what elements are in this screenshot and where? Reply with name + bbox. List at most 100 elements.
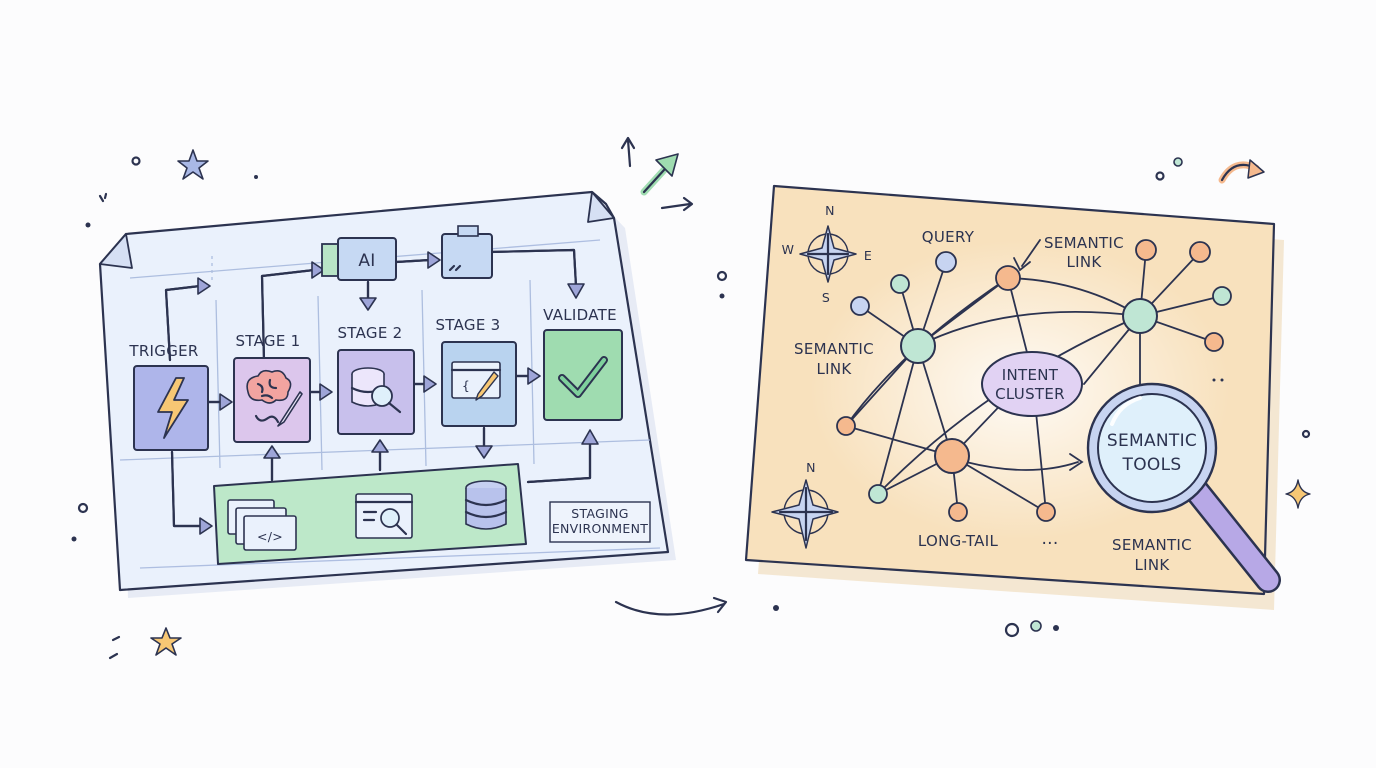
graph-node bbox=[868, 484, 888, 504]
dot-deco bbox=[1212, 378, 1216, 382]
intent-cluster-bubble bbox=[981, 351, 1083, 417]
sparkle-icon bbox=[1285, 479, 1311, 509]
semantic-tools-line1: SEMANTIC bbox=[1107, 431, 1197, 451]
compass-w-label: W bbox=[782, 242, 795, 257]
dot-deco bbox=[85, 222, 91, 228]
config-tab bbox=[457, 225, 479, 237]
graph-node bbox=[1212, 286, 1232, 306]
graph-node bbox=[1122, 298, 1158, 334]
stage1-label: STAGE 1 bbox=[235, 332, 300, 350]
semantic-link-left-line2: LINK bbox=[816, 360, 852, 378]
ellipsis-label: ... bbox=[1041, 529, 1058, 549]
database-icon bbox=[464, 480, 508, 530]
config-block bbox=[441, 225, 493, 279]
staging-label-box bbox=[549, 501, 651, 543]
semantic-link-top-line1: SEMANTIC bbox=[1044, 234, 1124, 252]
ai-box bbox=[337, 237, 397, 281]
graph-node bbox=[836, 416, 856, 436]
search-window-icon bbox=[354, 493, 414, 539]
graph-node bbox=[900, 328, 936, 364]
dot-deco bbox=[1155, 171, 1165, 181]
staging-label-line1: STAGING bbox=[571, 506, 628, 521]
database-search-icon bbox=[350, 367, 402, 414]
compass-rose-icon bbox=[799, 225, 857, 283]
svg-text:</>: </> bbox=[257, 529, 283, 544]
curved-arrow-deco bbox=[614, 600, 726, 616]
dot-deco bbox=[1053, 625, 1059, 631]
staging-environment: </> STAGING ENVIRONMENT bbox=[213, 463, 651, 565]
graph-node bbox=[1189, 241, 1211, 263]
dot-deco bbox=[131, 156, 141, 166]
dot-deco bbox=[1301, 429, 1311, 439]
semantic-link-bottom-line1: SEMANTIC bbox=[1112, 536, 1192, 554]
stage3-node: { bbox=[441, 341, 517, 427]
lightning-icon bbox=[157, 377, 189, 439]
dot-deco bbox=[716, 270, 728, 282]
compass-rose-icon bbox=[771, 479, 839, 549]
decorations-center bbox=[614, 136, 779, 616]
stage3-label: STAGE 3 bbox=[435, 316, 500, 334]
graph-node bbox=[850, 296, 870, 316]
graph-node bbox=[1135, 239, 1157, 261]
stage2-node bbox=[337, 349, 415, 435]
dot-deco bbox=[71, 536, 77, 542]
star-icon bbox=[150, 627, 182, 656]
dot-deco bbox=[719, 293, 725, 299]
semantic-tools-line2: TOOLS bbox=[1122, 455, 1182, 475]
arrow-right-deco bbox=[660, 202, 692, 210]
compass-s-label: S bbox=[822, 290, 830, 305]
svg-text:{: { bbox=[462, 378, 470, 393]
intent-cluster: INTENT CLUSTER bbox=[981, 351, 1083, 417]
semantic-link-bottom-line2: LINK bbox=[1134, 556, 1170, 574]
dot-deco bbox=[77, 502, 89, 514]
sparkle-dash-deco bbox=[98, 192, 108, 203]
code-edit-icon: { bbox=[450, 361, 502, 401]
star-icon bbox=[177, 149, 209, 180]
dot-deco bbox=[1030, 620, 1042, 632]
decorations-left bbox=[71, 149, 258, 660]
trigger-label: TRIGGER bbox=[128, 342, 198, 360]
intent-label-line1: INTENT bbox=[1002, 366, 1059, 384]
stage2-label: STAGE 2 bbox=[337, 324, 402, 342]
ai-block: AI bbox=[321, 237, 397, 281]
graph-node bbox=[935, 251, 957, 273]
brain-pencil-icon bbox=[246, 369, 303, 427]
stage1-node bbox=[233, 357, 311, 443]
paper-fold bbox=[587, 191, 615, 223]
validate-box bbox=[543, 329, 623, 421]
decorations-right bbox=[1004, 157, 1311, 638]
config-box bbox=[441, 233, 493, 279]
trigger-node bbox=[133, 365, 209, 451]
dot-deco bbox=[1173, 157, 1183, 167]
arrow-up-deco bbox=[626, 138, 632, 168]
compass2-n-label: N bbox=[806, 460, 816, 475]
dot-deco bbox=[1220, 378, 1224, 382]
semantic-map: N E S W N bbox=[744, 184, 1284, 610]
dot-deco bbox=[773, 605, 779, 611]
config-icon bbox=[448, 264, 462, 272]
checkmark-icon bbox=[560, 358, 606, 396]
semantic-link-left-line1: SEMANTIC bbox=[794, 340, 874, 358]
sparkle-dash-deco bbox=[108, 635, 121, 660]
query-label: QUERY bbox=[922, 228, 975, 246]
graph-nodes bbox=[836, 239, 1232, 522]
staging-label-line2: ENVIRONMENT bbox=[552, 521, 648, 536]
graph-node bbox=[948, 502, 968, 522]
validate-node bbox=[543, 329, 623, 421]
ai-label: AI bbox=[358, 251, 375, 271]
graph-node bbox=[890, 274, 910, 294]
graph-node bbox=[934, 438, 970, 474]
graph-node bbox=[995, 265, 1021, 291]
paper-grid bbox=[119, 239, 661, 569]
dot-deco bbox=[1004, 622, 1020, 638]
long-tail-label: LONG-TAIL bbox=[918, 532, 999, 550]
graph-node bbox=[1204, 332, 1224, 352]
paper-fold bbox=[99, 233, 133, 269]
compass-n-label: N bbox=[825, 203, 835, 218]
magnifier-handle bbox=[1185, 479, 1279, 591]
compass-e-label: E bbox=[864, 248, 872, 263]
dot-deco bbox=[254, 175, 258, 179]
code-window-icon: </> bbox=[227, 499, 297, 551]
graph-node bbox=[1036, 502, 1056, 522]
